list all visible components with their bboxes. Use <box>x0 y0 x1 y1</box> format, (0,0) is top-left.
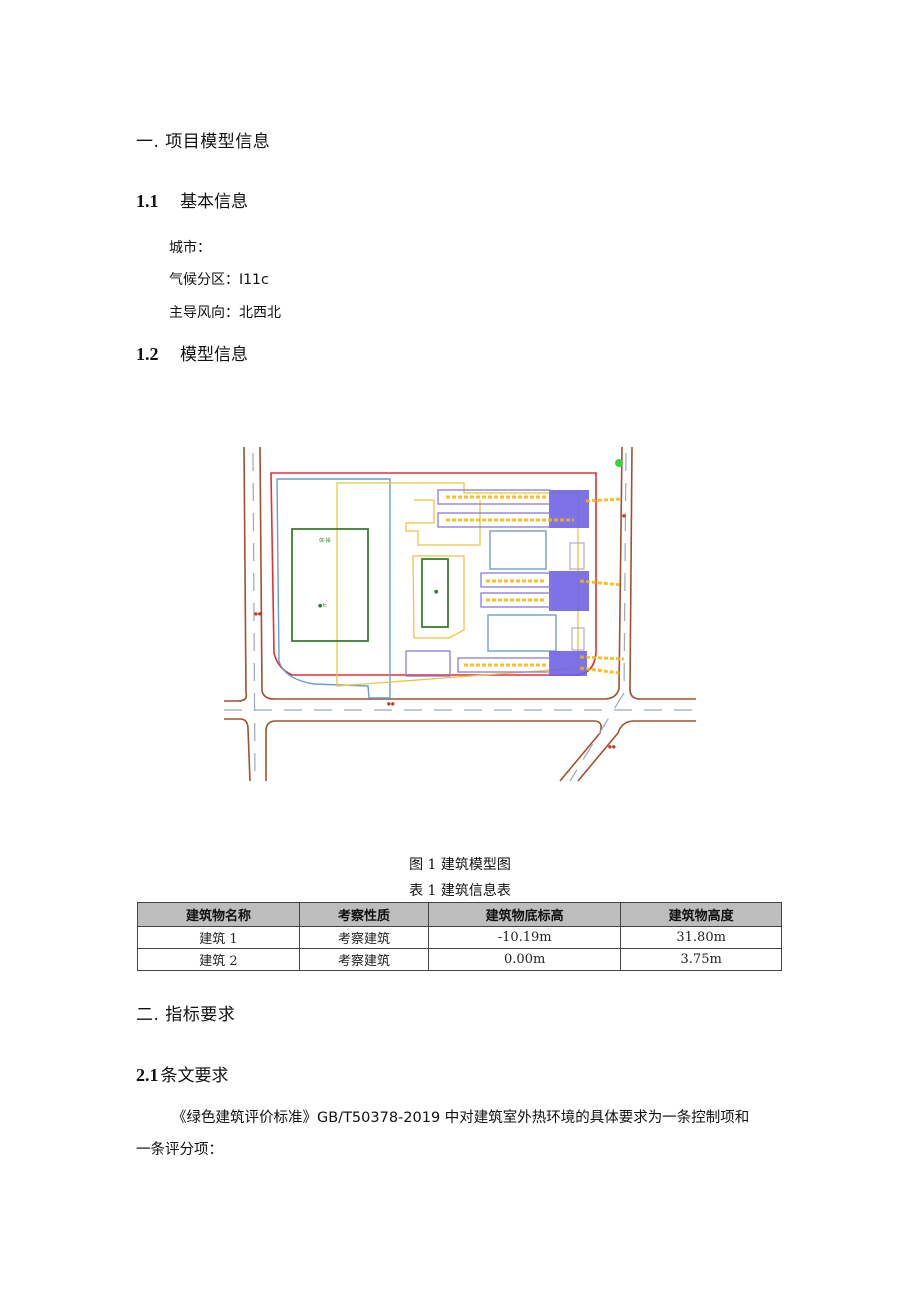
table-row: 建筑 2 考察建筑 0.00m 3.75m <box>137 948 782 971</box>
column-header: 考察性质 <box>298 902 430 927</box>
table-cell: 建筑 1 <box>137 926 300 949</box>
subsection-1-1-heading: 1.1 基本信息 <box>136 187 248 212</box>
column-header: 建筑物底标高 <box>428 902 622 927</box>
info-value: I11c <box>239 272 269 288</box>
info-wind-direction: 主导风向：北西北 <box>169 302 281 322</box>
table-caption: 表 1 建筑信息表 <box>409 883 511 899</box>
subsection-title: 基本信息 <box>180 192 248 212</box>
info-climate-zone: 气候分区：I11c <box>169 269 269 289</box>
info-label: 城市： <box>169 240 211 256</box>
table-header-row: 建筑物名称 考察性质 建筑物底标高 建筑物高度 <box>137 902 782 927</box>
svg-text:●fc: ●fc <box>318 603 327 609</box>
info-label: 气候分区： <box>169 272 239 288</box>
svg-text:●: ● <box>434 589 439 595</box>
requirement-paragraph-line-2: 一条评分项： <box>136 1142 223 1158</box>
column-header: 建筑物高度 <box>620 902 782 927</box>
table-cell: 3.75m <box>620 948 782 971</box>
figure-caption: 图 1 建筑模型图 <box>409 857 511 873</box>
info-label: 主导风向： <box>169 305 239 321</box>
table-cell: -10.19m <box>428 926 622 949</box>
table-cell: 31.80m <box>620 926 782 949</box>
info-city: 城市： <box>169 237 211 257</box>
table-cell: 0.00m <box>428 948 622 971</box>
column-header: 建筑物名称 <box>137 902 300 927</box>
subsection-1-2-heading: 1.2 模型信息 <box>136 340 248 365</box>
info-value: 北西北 <box>239 305 281 321</box>
requirement-paragraph-line-1: 《绿色建筑评价标准》GB/T50378-2019 中对建筑室外热环境的具体要求为… <box>172 1110 750 1126</box>
svg-text:体·操: 体·操 <box>319 537 331 544</box>
subsection-number: 1.1 <box>136 191 159 211</box>
table-cell: 考察建筑 <box>298 926 430 949</box>
section-2-heading: 二. 指标要求 <box>136 1005 236 1025</box>
svg-text:●●: ●● <box>608 745 616 750</box>
table-cell: 考察建筑 <box>298 948 430 971</box>
subsection-title: 条文要求 <box>160 1066 229 1086</box>
section-1-heading: 一. 项目模型信息 <box>136 132 271 152</box>
svg-text:●: ● <box>622 514 626 519</box>
subsection-title: 模型信息 <box>180 345 248 365</box>
subsection-number: 1.2 <box>136 344 159 364</box>
svg-text:●●: ●● <box>387 702 395 707</box>
svg-text:●●: ●● <box>254 612 262 617</box>
table-row: 建筑 1 考察建筑 -10.19m 31.80m <box>137 926 782 949</box>
site-plan-diagram-icon: 体·操 ●fc ● <box>224 443 698 785</box>
subsection-number: 2.1 <box>136 1065 159 1085</box>
table-cell: 建筑 2 <box>137 948 300 971</box>
building-info-table: 建筑物名称 考察性质 建筑物底标高 建筑物高度 建筑 1 考察建筑 -10.19… <box>137 902 782 971</box>
